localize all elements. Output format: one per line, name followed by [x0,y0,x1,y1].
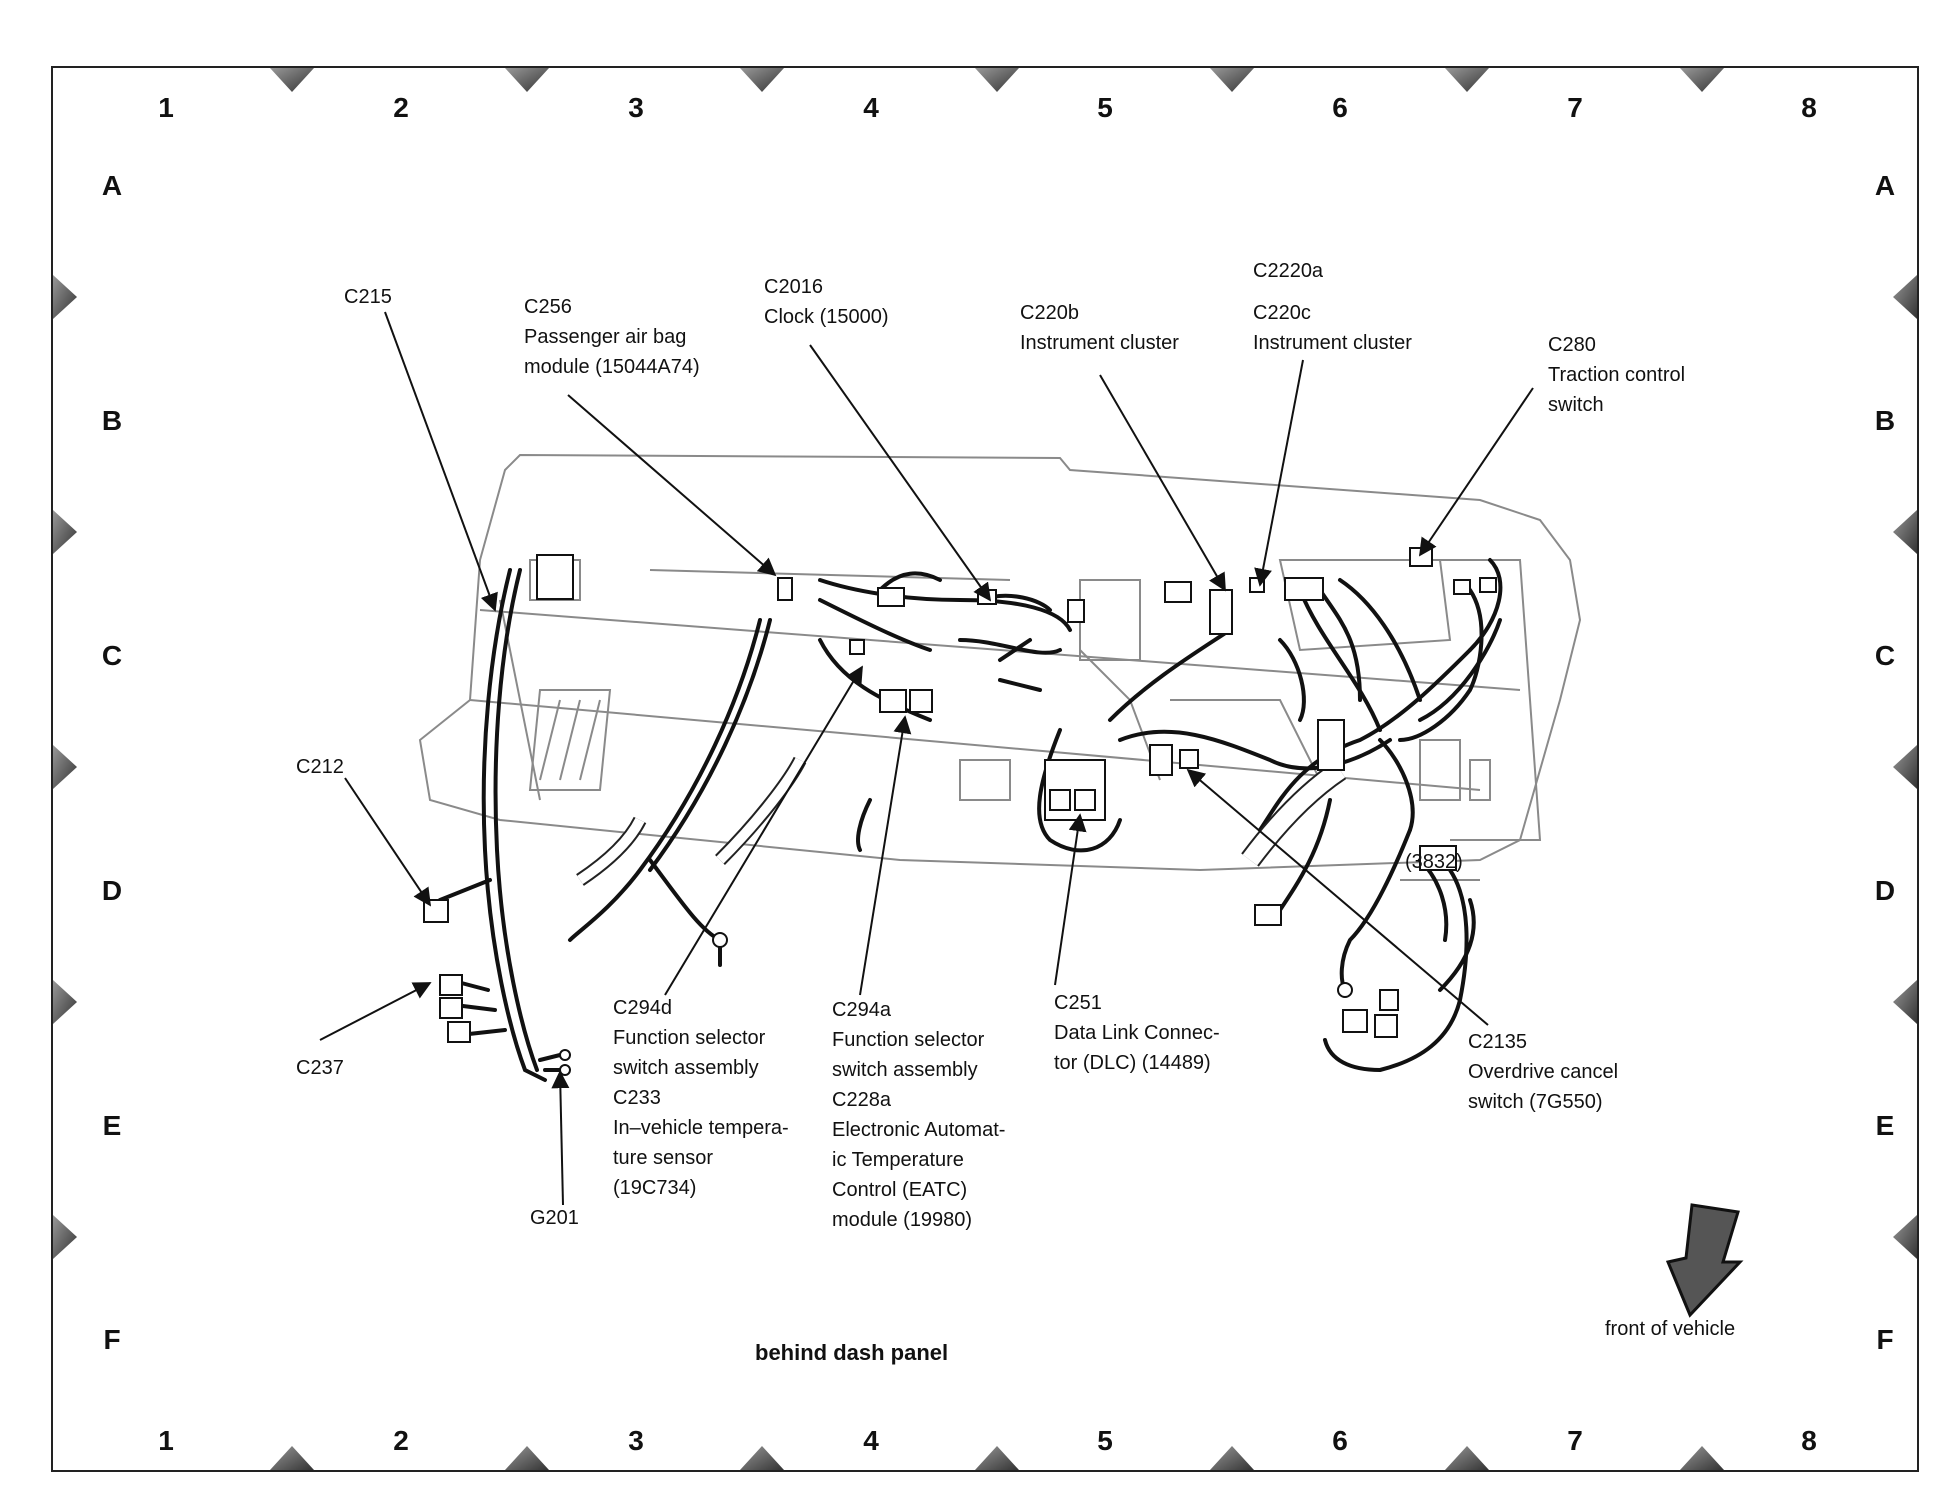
label-c220b: C220b Instrument cluster [1020,302,1179,354]
grid-col-2-bottom: 2 [393,1425,409,1456]
grid-row-f-right: F [1876,1324,1894,1355]
label-partial: (3832) [1405,851,1463,873]
grid-col-3-top: 3 [628,92,644,123]
grid-col-5-top: 5 [1097,92,1113,123]
leader-c2135 [1186,768,1489,1026]
frame-markers-top [270,68,1724,92]
leader-c215 [384,311,498,612]
grid-col-6-bottom: 6 [1332,1425,1348,1456]
grid-row-c-right: C [1874,640,1896,671]
label-c256: C256 Passenger air bag module (15044A74) [524,296,700,378]
label-c251: C251 Data Link Connec- tor (DLC) (14489) [1054,992,1220,1074]
grid-col-7-bottom: 7 [1567,1425,1583,1456]
label-c212: C212 [296,756,344,778]
front-of-vehicle-arrow-icon [1665,1203,1744,1318]
frame-markers-right [1893,275,1917,1259]
grid-row-f-left: F [103,1324,121,1355]
grid-row-e-left: E [102,1110,122,1141]
harness-conduit [576,756,1347,886]
leader-c294d [664,665,863,996]
label-c2220a: C2220a C220c Instrument cluster [1253,260,1412,354]
label-c237: C237 [296,1057,344,1079]
grid-row-c-left: C [101,640,123,671]
label-c2016: C2016 Clock (15000) [764,276,889,328]
grid-col-1-top: 1 [158,92,174,123]
grid-col-1-bottom: 1 [158,1425,174,1456]
label-c294a: C294a Function selector switch assembly … [832,999,1006,1231]
grid-col-8-bottom: 8 [1801,1425,1817,1456]
diagram-caption: behind dash panel [755,1340,949,1365]
leader-c2016 [809,344,992,602]
leader-c256 [567,394,777,577]
label-c294d: C294d Function selector switch assembly … [613,997,789,1199]
grid-col-6-top: 6 [1332,92,1348,123]
leader-c251 [1054,813,1087,986]
dash-panel [418,453,1582,881]
diagram-frame [51,66,1919,1472]
leader-c220b [1099,374,1226,592]
grid-row-b-left: B [101,405,123,436]
frame-markers-left [53,275,77,1259]
leader-c237 [319,982,432,1041]
grid-row-a-right: A [1874,170,1896,201]
grid-row-d-left: D [101,875,123,906]
grid-row-b-right: B [1874,405,1896,436]
grid-col-7-top: 7 [1567,92,1583,123]
label-c2135: C2135 Overdrive cancel switch (7G550) [1468,1031,1619,1113]
connectors [423,547,1497,1076]
grid-col-5-bottom: 5 [1097,1425,1113,1456]
grid-col-4-top: 4 [863,92,879,123]
leader-c280 [1418,387,1534,557]
leader-c294a [859,715,912,996]
grid-col-3-bottom: 3 [628,1425,644,1456]
leader-c2220a [1254,359,1304,587]
grid-row-d-right: D [1874,875,1896,906]
label-c280: C280 Traction control switch [1548,334,1686,416]
leader-g201 [551,1070,570,1206]
frame-markers-bottom [270,1446,1724,1470]
front-of-vehicle-label: front of vehicle [1605,1318,1736,1340]
leader-c212 [344,777,432,907]
grid-row-e-right: E [1875,1110,1895,1141]
label-c215: C215 [344,286,392,308]
label-g201: G201 [530,1207,579,1229]
grid-col-4-bottom: 4 [863,1425,879,1456]
grid-col-2-top: 2 [393,92,409,123]
leader-lines [319,311,1534,1206]
grid-col-8-top: 8 [1801,92,1817,123]
grid-row-a-left: A [101,170,123,201]
